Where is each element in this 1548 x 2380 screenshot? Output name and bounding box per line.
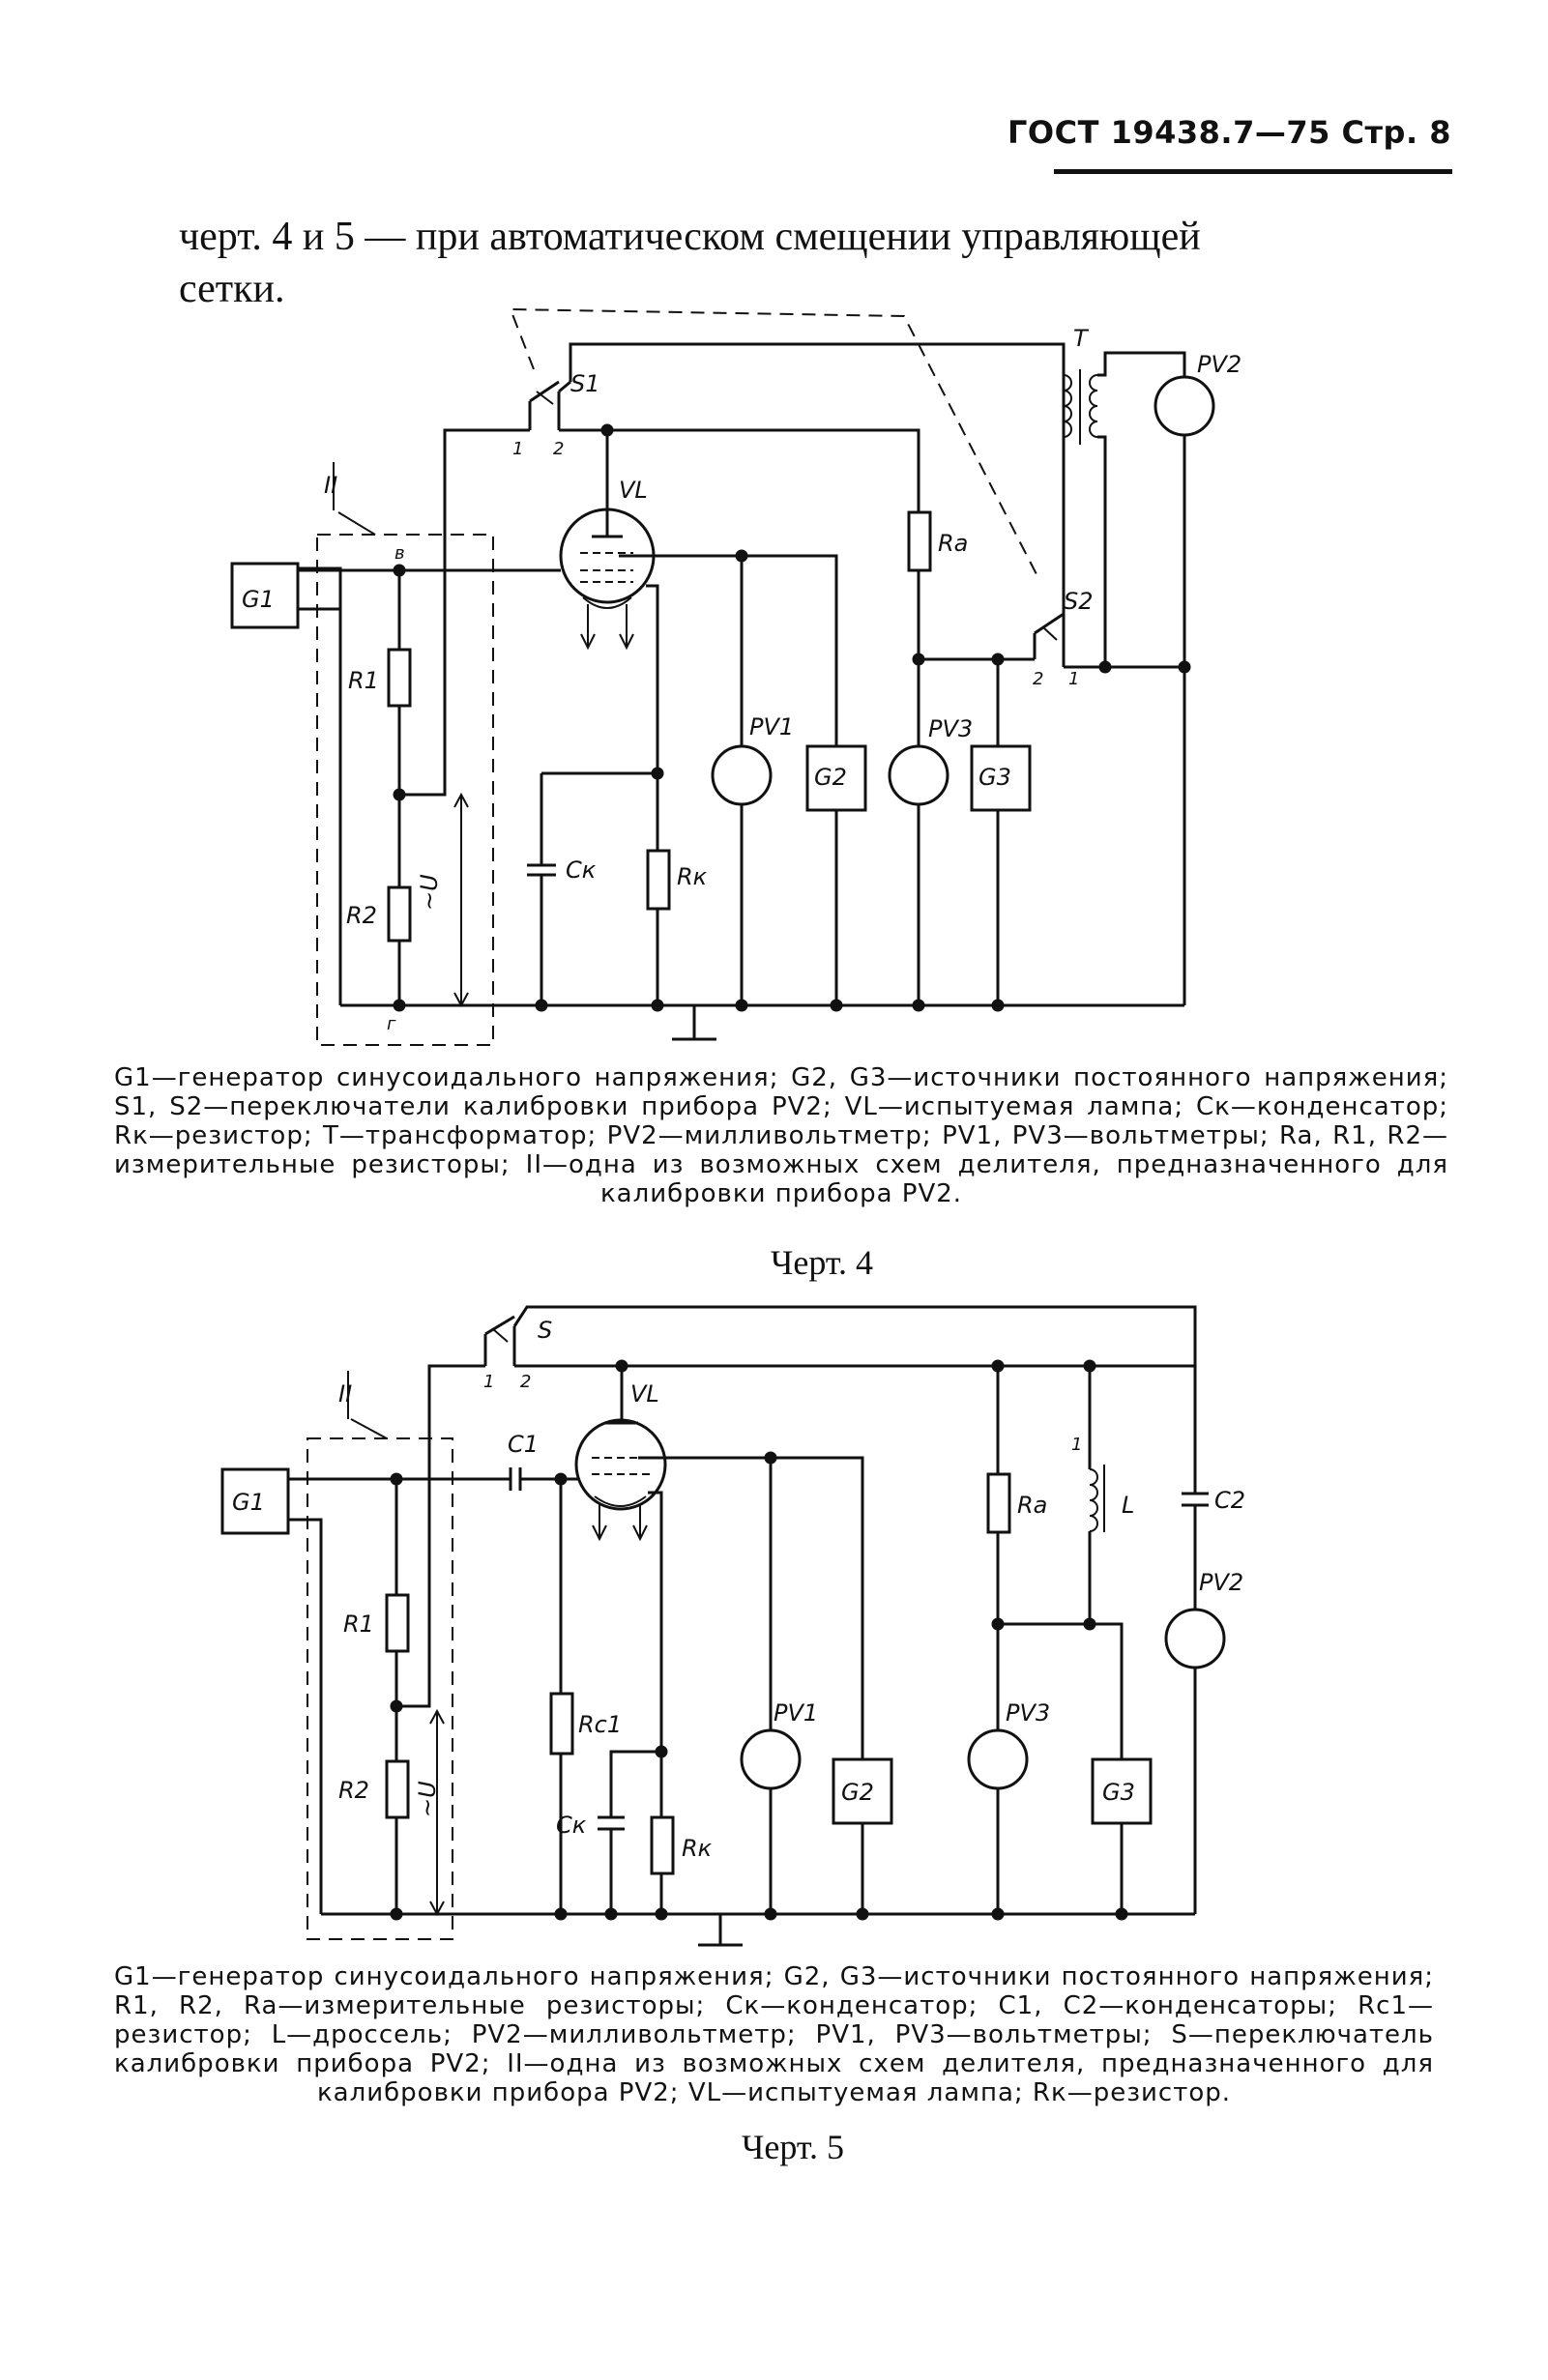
fig5-label-c2: C2 <box>1214 1487 1245 1514</box>
fig4-label-g1: G1 <box>242 586 275 613</box>
intro-line-2: сетки. <box>179 267 285 311</box>
fig5-label-rc1: Rc1 <box>578 1711 622 1738</box>
fig4-label-ra: Rа <box>938 530 968 557</box>
header-rule <box>1054 169 1452 174</box>
fig5-label-c1: C1 <box>508 1431 539 1458</box>
fig4-label-s1: S1 <box>570 370 600 397</box>
fig5-label-ck: Cк <box>556 1812 587 1839</box>
fig4-label-pv3: PV3 <box>928 715 973 742</box>
figure-4-caption: G1—генератор синусоидального напряжения;… <box>114 1063 1448 1208</box>
fig5-label-pv1: PV1 <box>774 1699 818 1727</box>
fig4-label-node-g: г <box>387 1014 396 1034</box>
fig4-label-g3: G3 <box>978 764 1011 791</box>
fig4-label-pv1: PV1 <box>749 713 794 740</box>
g1-box <box>230 562 300 629</box>
fig5-label-g1: G1 <box>232 1489 265 1516</box>
fig4-label-s1-p1: 1 <box>512 439 523 459</box>
switch-link <box>509 307 1039 579</box>
fig4-label-s2-p2: 2 <box>1033 669 1043 689</box>
fig4-label-s2-p1: 1 <box>1068 669 1079 689</box>
fig4-label-r1: R1 <box>348 667 379 694</box>
fig5-label-pv2: PV2 <box>1199 1569 1243 1596</box>
fig5-label-l-mark: 1 <box>1071 1435 1082 1455</box>
fig5-label-r2: R2 <box>338 1777 369 1804</box>
fig4-label-ck: Cк <box>566 856 597 884</box>
fig5-label-l: L <box>1122 1492 1134 1519</box>
fig4-label-rk: Rк <box>677 863 708 890</box>
page-header: ГОСТ 19438.7—75 Стр. 8 <box>1008 114 1451 151</box>
fig4-label-pv2: PV2 <box>1197 351 1241 378</box>
fig5-label-g3: G3 <box>1102 1779 1135 1806</box>
fig4-label-g2: G2 <box>814 764 847 791</box>
g3-box <box>970 744 1032 812</box>
fig4-label-div: II <box>324 472 337 499</box>
fig4-label-u: ~U <box>416 874 443 911</box>
fig5-label-s: S <box>538 1317 552 1344</box>
figure-5-caption: G1—генератор синусоидального напряжения;… <box>114 1962 1434 2107</box>
figure-5-title: Черт. 5 <box>742 2128 844 2166</box>
fig4-label-vl: VL <box>619 477 648 504</box>
figure-4-schematic: G1 R1 R2 ~U в г II S1 1 2 VL Rа T PV2 S2… <box>230 307 1241 1046</box>
fig5-label-vl: VL <box>630 1380 659 1408</box>
fig5-label-s-p2: 2 <box>520 1372 531 1392</box>
figure-4-title: Черт. 4 <box>771 1243 873 1282</box>
fig4-label-r2: R2 <box>346 902 377 929</box>
fig5-label-r1: R1 <box>343 1611 374 1638</box>
fig4-label-s2: S2 <box>1064 588 1094 615</box>
intro-line-1: черт. 4 и 5 — при автоматическом смещени… <box>179 215 1201 259</box>
fig5-label-pv3: PV3 <box>1006 1699 1050 1727</box>
intro-paragraph: черт. 4 и 5 — при автоматическом смещени… <box>179 211 1455 315</box>
divider-box <box>316 534 494 1046</box>
fig5-label-s-p1: 1 <box>483 1372 494 1392</box>
fig5-label-u: ~U <box>414 1781 441 1817</box>
fig4-label-t: T <box>1073 325 1090 352</box>
fig5-label-rk: Rк <box>682 1835 713 1862</box>
fig5-label-ra: Rа <box>1017 1492 1047 1519</box>
fig4-label-node-v: в <box>394 543 405 564</box>
fig5-label-g2: G2 <box>841 1779 874 1806</box>
fig5-label-div: II <box>338 1380 352 1408</box>
fig4-label-s1-p2: 2 <box>553 439 564 459</box>
